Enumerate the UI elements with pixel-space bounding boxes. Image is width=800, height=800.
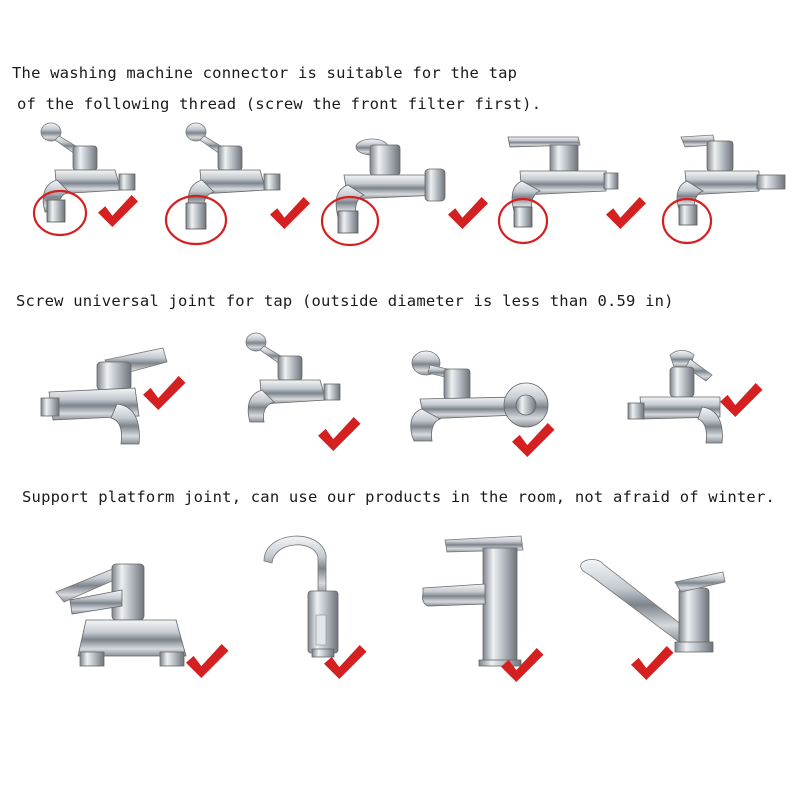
faucet-icon bbox=[40, 347, 186, 445]
check-mark-icon bbox=[270, 197, 310, 229]
faucet-icon bbox=[164, 122, 310, 246]
caption-row1-line2: of the following thread (screw the front… bbox=[17, 95, 542, 113]
faucet-icon bbox=[320, 138, 488, 247]
row3-tap-4 bbox=[575, 550, 765, 700]
faucet-icon bbox=[580, 559, 726, 680]
caption-row3: Support platform joint, can use our prod… bbox=[22, 488, 776, 506]
row2-tap-4 bbox=[620, 345, 780, 460]
faucet-icon bbox=[661, 134, 786, 245]
row1-tap-5 bbox=[655, 125, 795, 250]
row1-tap-3 bbox=[320, 125, 490, 250]
check-mark-icon bbox=[606, 197, 646, 229]
red-circle-highlight bbox=[32, 189, 88, 237]
check-mark-icon bbox=[186, 644, 229, 678]
red-circle-highlight bbox=[164, 194, 228, 246]
row2-tap-1 bbox=[35, 340, 195, 455]
check-mark-icon bbox=[318, 417, 361, 451]
red-circle-highlight bbox=[661, 197, 713, 245]
row2-tap-3 bbox=[400, 345, 570, 470]
check-mark-icon bbox=[448, 197, 488, 229]
faucet-icon bbox=[263, 535, 367, 679]
row3-tap-3 bbox=[415, 530, 560, 700]
faucet-icon bbox=[245, 332, 361, 451]
row1-tap-2 bbox=[160, 122, 310, 250]
faucet-icon bbox=[32, 122, 138, 237]
check-mark-icon bbox=[631, 646, 674, 680]
check-mark-icon bbox=[720, 383, 763, 417]
row1-tap-4 bbox=[497, 125, 660, 250]
row1-tap-1 bbox=[20, 122, 150, 245]
caption-row2: Screw universal joint for tap (outside d… bbox=[16, 292, 674, 310]
check-mark-icon bbox=[512, 423, 555, 457]
row2-tap-2 bbox=[230, 332, 380, 460]
faucet-icon bbox=[422, 535, 544, 682]
row3-tap-2 bbox=[250, 525, 390, 700]
check-mark-icon bbox=[143, 376, 186, 410]
red-circle-highlight bbox=[320, 195, 380, 247]
row3-tap-1 bbox=[50, 540, 250, 700]
red-circle-highlight bbox=[497, 197, 549, 245]
faucet-icon bbox=[55, 563, 229, 678]
caption-row1-line1: The washing machine connector is suitabl… bbox=[12, 64, 518, 82]
faucet-icon bbox=[497, 136, 646, 245]
faucet-icon bbox=[627, 350, 763, 444]
faucet-icon bbox=[410, 350, 555, 457]
check-mark-icon bbox=[98, 195, 138, 227]
